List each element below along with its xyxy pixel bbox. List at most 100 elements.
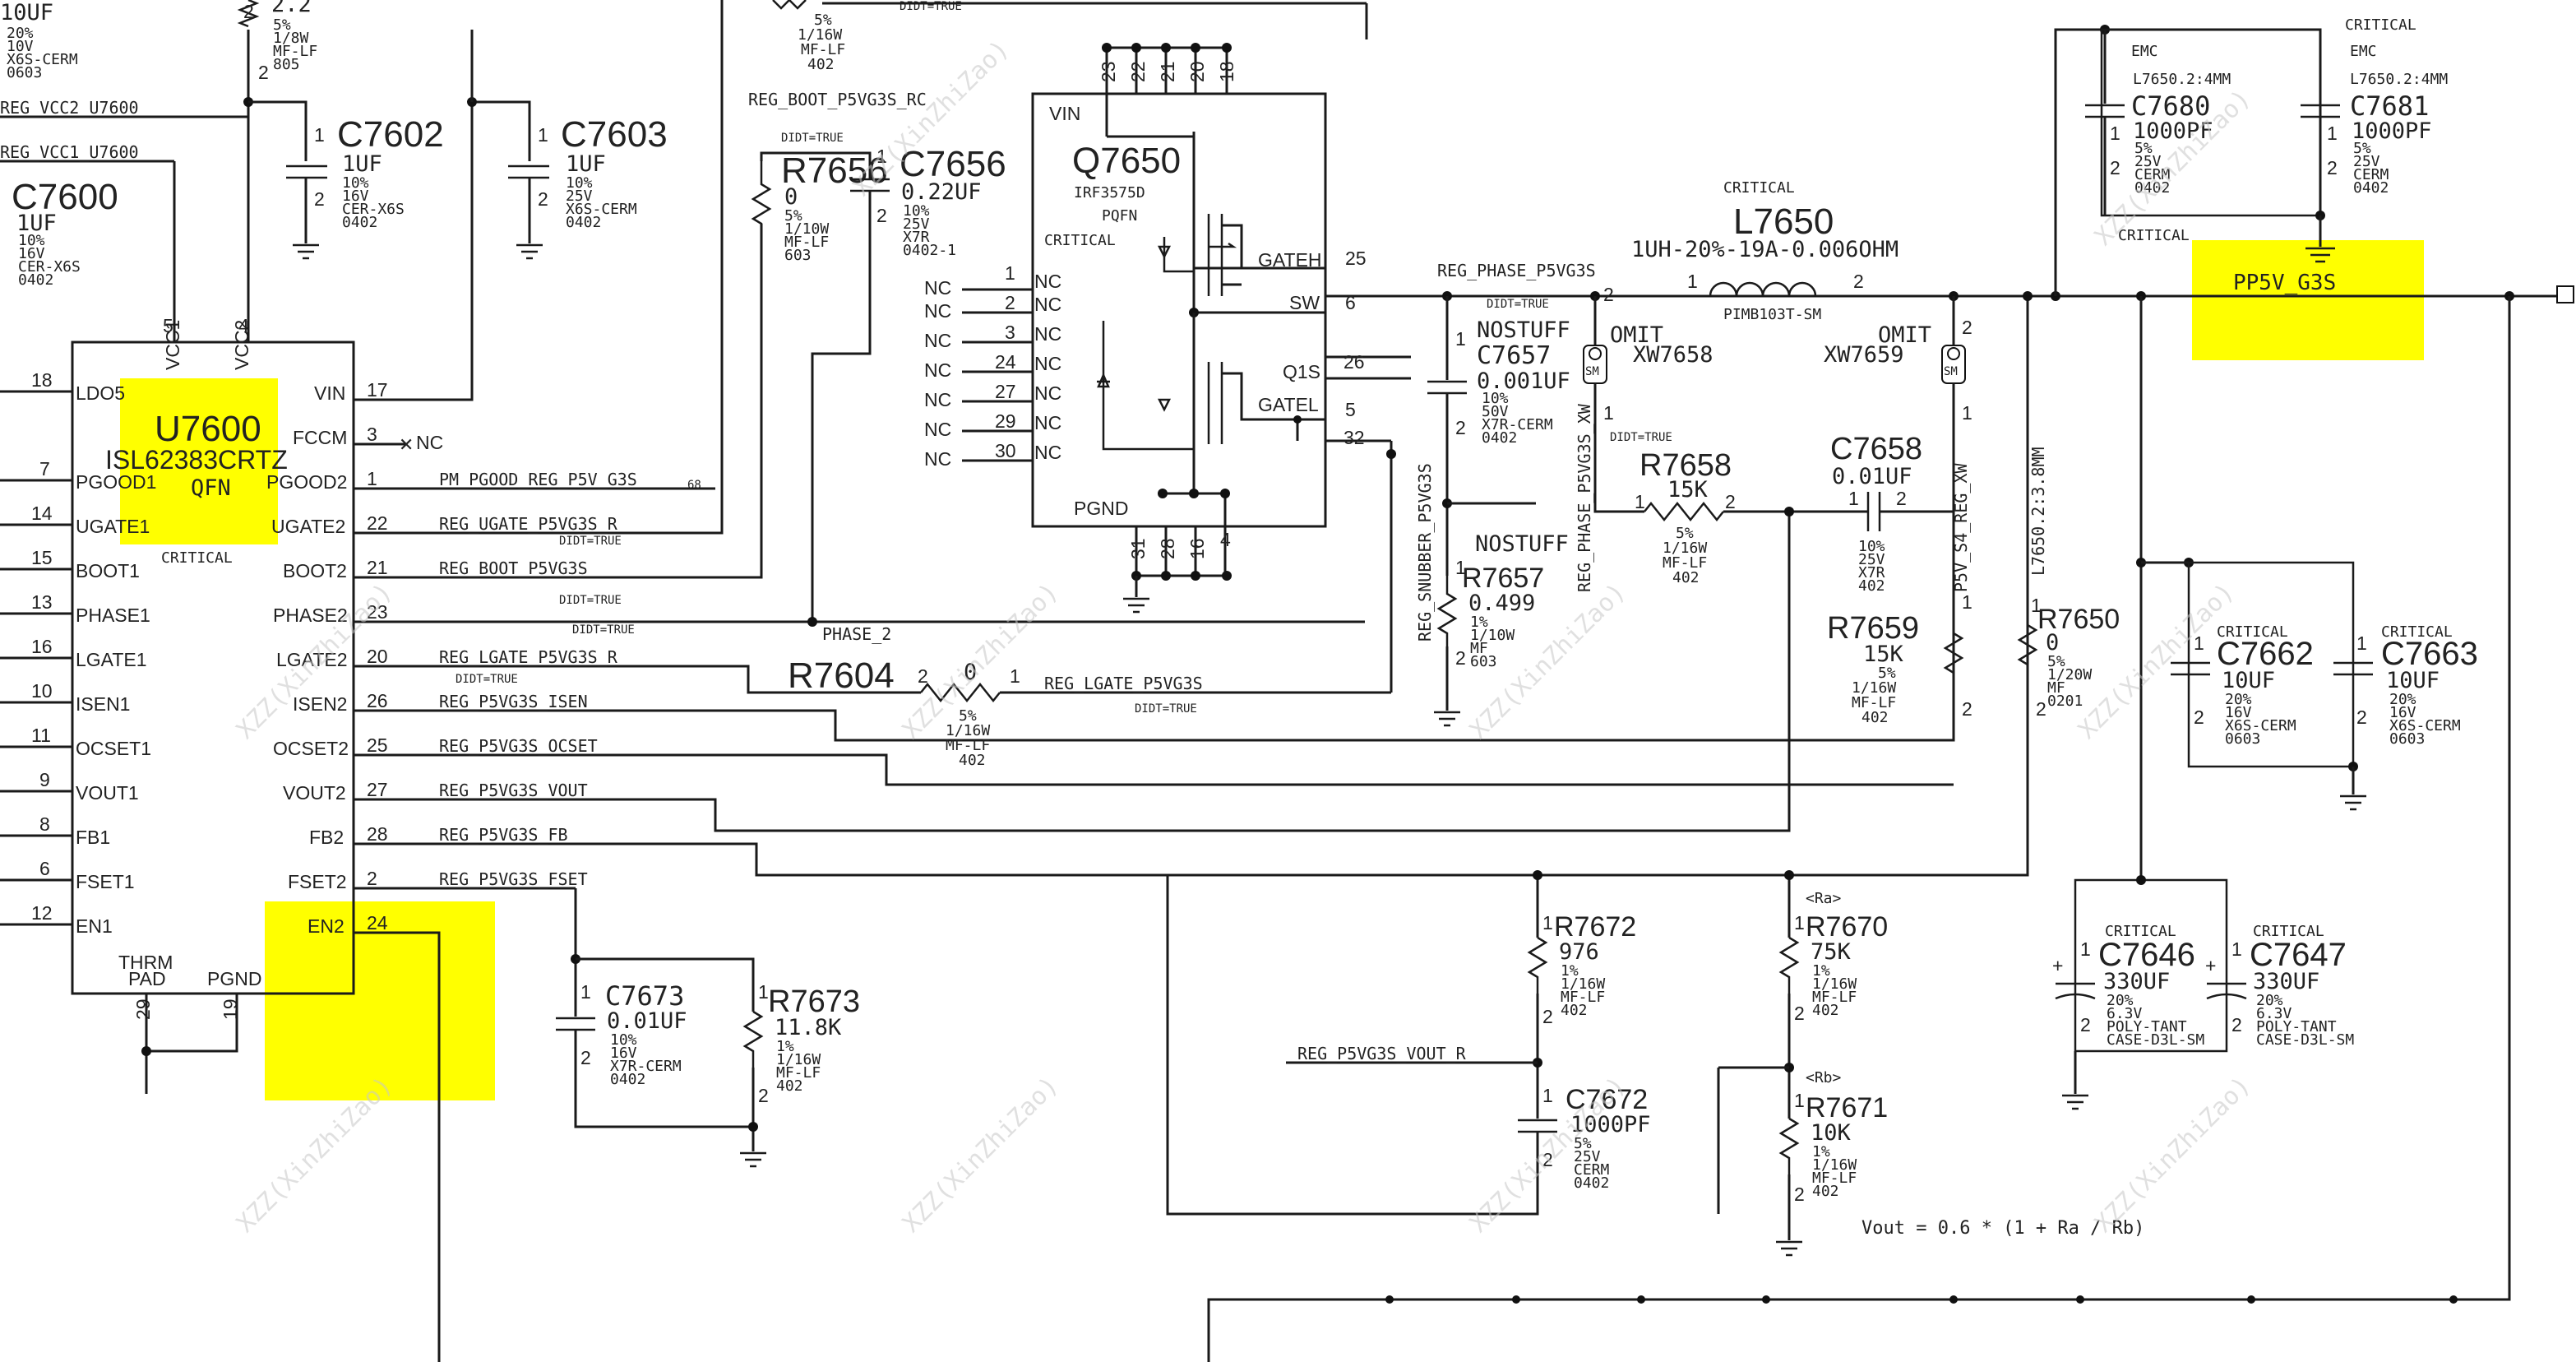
- pin-vin: VIN: [314, 382, 345, 404]
- c7647-ref: C7647: [2250, 937, 2347, 973]
- svg-text:MF-LF: MF-LF: [1812, 1170, 1857, 1187]
- svg-text:MF-LF: MF-LF: [946, 737, 990, 754]
- svg-text:2: 2: [1542, 1149, 1553, 1170]
- svg-text:5%: 5%: [784, 207, 802, 225]
- svg-text:+: +: [2205, 955, 2216, 976]
- c7658-ref: C7658: [1830, 432, 1922, 466]
- svg-text:20%: 20%: [7, 25, 34, 42]
- boot-rc: REG_BOOT_P5VG3S_RC DIDT=TRUE R7656 0 5% …: [748, 0, 1368, 329]
- svg-text:3: 3: [1005, 322, 1015, 343]
- svg-text:X7R: X7R: [1858, 564, 1885, 581]
- svg-text:1: 1: [314, 124, 325, 146]
- svg-text:1: 1: [1010, 665, 1020, 687]
- svg-text:2: 2: [2080, 1014, 2091, 1035]
- svg-text:CER-X6S: CER-X6S: [18, 258, 81, 276]
- pin-ugate1-num: 14: [31, 503, 53, 524]
- svg-text:0.01UF: 0.01UF: [1832, 464, 1912, 489]
- net-fset: REG_P5VG3S_FSET: [439, 869, 588, 889]
- svg-text:2: 2: [258, 62, 269, 83]
- svg-text:75K: 75K: [1811, 939, 1852, 965]
- svg-text:0402: 0402: [566, 214, 601, 231]
- u7600-ref: U7600: [155, 409, 261, 449]
- r7604-ref: R7604: [788, 656, 895, 696]
- controller-nets: ✕ PM_PGOOD_REG_P5V_G3S 68 REG_UGATE_P5VG…: [354, 0, 2029, 1362]
- svg-text:1: 1: [580, 981, 591, 1003]
- svg-text:1: 1: [2080, 938, 2091, 960]
- pin-ugate1: UGATE1: [76, 516, 150, 537]
- svg-text:23: 23: [1098, 61, 1119, 82]
- u7600-thrm: THRM: [118, 952, 173, 973]
- svg-text:1/16W: 1/16W: [776, 1051, 821, 1068]
- svg-text:1000PF: 1000PF: [2133, 118, 2213, 144]
- svg-text:5%: 5%: [2047, 653, 2065, 670]
- c7662-ref: C7662: [2217, 636, 2314, 672]
- svg-text:2: 2: [538, 188, 548, 210]
- svg-text:32: 32: [1343, 427, 1365, 448]
- svg-text:10%: 10%: [566, 174, 593, 192]
- svg-text:25V: 25V: [1858, 551, 1885, 568]
- svg-text:402: 402: [1672, 569, 1700, 586]
- svg-text:20%: 20%: [2225, 691, 2252, 708]
- svg-text:CRITICAL: CRITICAL: [2105, 923, 2176, 940]
- net-l7650-mm: L7650.2:3.8MM: [2028, 447, 2048, 576]
- svg-text:MF-LF: MF-LF: [1663, 554, 1707, 572]
- svg-text:68: 68: [687, 479, 701, 492]
- svg-text:330UF: 330UF: [2253, 969, 2319, 994]
- svg-text:16: 16: [1186, 538, 1208, 559]
- svg-text:0.01UF: 0.01UF: [607, 1008, 687, 1034]
- svg-text:1/16W: 1/16W: [1812, 975, 1857, 993]
- svg-text:DIDT=TRUE: DIDT=TRUE: [559, 594, 622, 607]
- svg-text:2: 2: [1455, 647, 1466, 669]
- r7672-ref: R7672: [1554, 911, 1636, 943]
- pin-en1-num: 12: [31, 902, 53, 924]
- svg-text:402: 402: [959, 752, 986, 769]
- svg-text:6.3V: 6.3V: [2107, 1005, 2143, 1022]
- u7600-pad: PAD: [128, 968, 166, 989]
- c7657-ref: C7657: [1477, 341, 1551, 370]
- svg-text:0402: 0402: [342, 214, 377, 231]
- svg-text:0603: 0603: [2225, 730, 2260, 748]
- svg-text:25V: 25V: [566, 188, 593, 205]
- svg-text:16V: 16V: [2389, 704, 2416, 721]
- fccm-nc: NC: [416, 432, 443, 453]
- svg-text:0402: 0402: [2134, 179, 2170, 197]
- c7663-ref: C7663: [2381, 636, 2478, 672]
- svg-text:CRITICAL: CRITICAL: [2118, 227, 2190, 244]
- svg-text:28: 28: [1157, 538, 1178, 559]
- svg-text:10UF: 10UF: [2386, 668, 2440, 693]
- svg-text:XZZ(XinZhiZao): XZZ(XinZhiZao): [897, 1071, 1065, 1239]
- pin-ocset1-num: 11: [31, 725, 51, 746]
- svg-text:2: 2: [758, 1085, 769, 1106]
- svg-text:10%: 10%: [1858, 538, 1885, 555]
- svg-text:27: 27: [995, 381, 1016, 402]
- pin-isen2-num: 26: [367, 690, 388, 711]
- u7600-pkg: QFN: [191, 475, 231, 501]
- svg-text:X6S-CERM: X6S-CERM: [7, 51, 78, 68]
- svg-text:2: 2: [243, 1, 254, 22]
- svg-text:1%: 1%: [1470, 614, 1488, 631]
- svg-text:1/10W: 1/10W: [784, 220, 829, 238]
- svg-text:1UF: 1UF: [566, 151, 606, 177]
- svg-text:DIDT=TRUE: DIDT=TRUE: [781, 132, 844, 145]
- svg-text:5%: 5%: [2134, 140, 2153, 157]
- pin-lgate2: LGATE2: [276, 649, 348, 670]
- svg-text:25V: 25V: [903, 215, 930, 233]
- svg-text:1/16W: 1/16W: [798, 26, 842, 44]
- svg-text:1/8W: 1/8W: [273, 30, 309, 47]
- svg-text:XZZ(XinZhiZao): XZZ(XinZhiZao): [897, 577, 1065, 745]
- u7600-pgnd: PGND: [207, 968, 261, 989]
- svg-text:NC: NC: [924, 300, 951, 322]
- svg-text:26: 26: [1343, 351, 1365, 373]
- pin-lgate1: LGATE1: [76, 649, 147, 670]
- q7650-ref: Q7650: [1072, 141, 1181, 181]
- svg-text:29: 29: [995, 410, 1016, 432]
- pin-vout1-num: 9: [39, 769, 50, 790]
- u7600-part: ISL62383CRTZ: [105, 445, 288, 475]
- pin-pgood1: PGOOD1: [76, 471, 156, 493]
- svg-text:603: 603: [784, 247, 812, 264]
- pin-ldo5: LDO5: [76, 382, 125, 404]
- svg-text:X7R: X7R: [903, 229, 930, 246]
- svg-text:31: 31: [1127, 538, 1149, 559]
- svg-text:XZZ(XinZhiZao): XZZ(XinZhiZao): [2073, 577, 2241, 745]
